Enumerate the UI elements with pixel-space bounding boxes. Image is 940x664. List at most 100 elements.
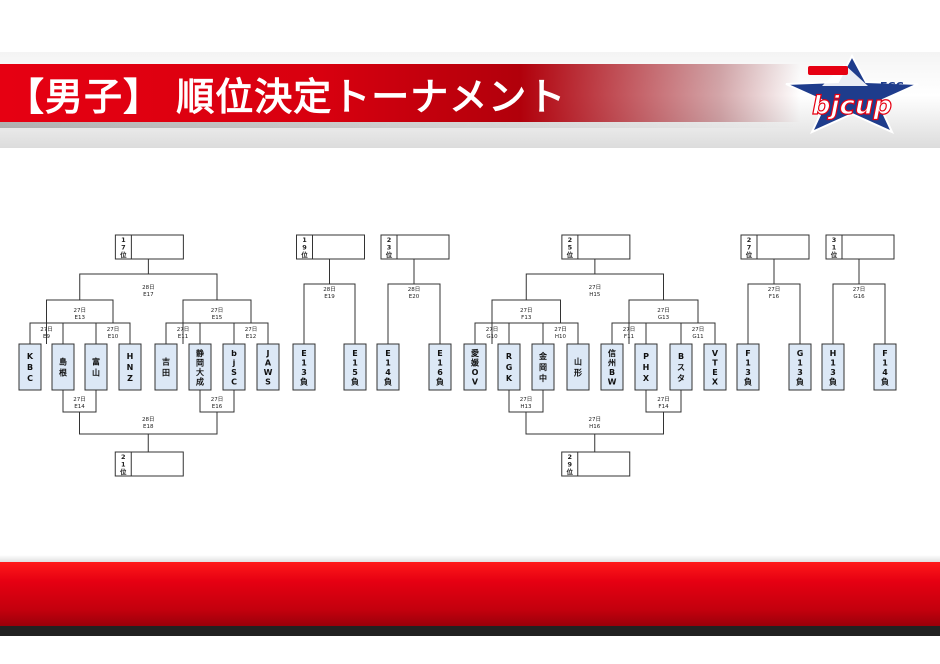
bracket-1-team-3-label: 富山 — [92, 357, 100, 378]
bracket-1-lower-semi-label-1-day: 27日 — [73, 396, 86, 403]
bjcup-logo: ECC bjcup — [785, 53, 919, 135]
pair-2-team-2-box — [428, 343, 452, 391]
bracket-1-first-label-3-day: 27日 — [177, 326, 190, 333]
bracket-2-team-3-label: 金岡中 — [538, 351, 548, 383]
pair-2-connector — [387, 283, 441, 344]
bracket-1-team-1-box — [18, 343, 42, 391]
bracket-2-first-connector-2 — [542, 322, 579, 344]
bracket-2-first-label-2-code: H10 — [555, 334, 567, 340]
bracket-1-lower-final-connector — [79, 412, 218, 435]
bracket-1-semi-connector-1 — [46, 299, 114, 323]
pair-3-match-label-day: 27日 — [768, 286, 781, 293]
bracket-1-lower-final-label-code: E18 — [143, 424, 154, 430]
bracket-2-first-label-4-code: G11 — [692, 334, 703, 340]
bracket-2-lower-final-connector — [525, 412, 664, 435]
bracket-1-final-label-day: 28日 — [142, 284, 155, 291]
bracket-2-first-label-4-day: 27日 — [692, 326, 705, 333]
bracket-1-first-label-4-day: 27日 — [245, 326, 258, 333]
bracket-1-first-label-3-code: E11 — [178, 334, 188, 340]
pair-1-connector — [303, 283, 356, 344]
bracket-1-rank-bottom-box — [114, 451, 184, 477]
pair-4-team-2-box — [873, 343, 897, 391]
bracket-1-first-label-1-day: 27日 — [40, 326, 53, 333]
bracket-2-first-label-1-code: G10 — [486, 334, 498, 340]
bracket-2-lower-semi-label-2-code: F14 — [658, 404, 669, 410]
pair-3-rank-box — [740, 234, 810, 260]
bracket-1-lower-semi-label-2-code: E16 — [212, 404, 223, 410]
pair-3-connector — [747, 283, 801, 344]
bracket-2-rank-bottom-box — [561, 451, 631, 477]
bracket-2-first-label-3-day: 27日 — [623, 326, 636, 333]
bracket-1-lower-final-label-day: 28日 — [142, 416, 155, 423]
bracket-2-team-1-box — [463, 343, 487, 391]
pair-4-rank-box — [825, 234, 895, 260]
bracket-2-lower-semi-label-1-day: 27日 — [520, 396, 533, 403]
pair-4-connector — [832, 283, 886, 344]
bracket-2-first-label-2-day: 27日 — [554, 326, 567, 333]
logo-main-text: bjcup — [812, 91, 892, 121]
bracket-2-lower-semi-label-1-code: H13 — [520, 404, 532, 410]
footer-shade — [0, 555, 940, 562]
bracket-1-semi-label-2-code: E15 — [212, 315, 223, 321]
bracket-2-final-label-code: H15 — [589, 292, 601, 298]
bracket-1-semi-label-1-code: E13 — [75, 315, 86, 321]
bracket-1-semi-label-2-day: 27日 — [211, 307, 224, 314]
pair-2-match-label-code: E20 — [409, 294, 420, 300]
bracket-2-rank-top-box — [561, 234, 631, 260]
bracket-2-first-connector-1 — [474, 322, 510, 344]
bracket-2-final-label-day: 27日 — [589, 284, 602, 291]
bracket-2-team-4-label: 山形 — [574, 357, 582, 378]
logo-red-band — [808, 66, 848, 75]
bracket-1-first-label-2-code: E10 — [108, 334, 119, 340]
bracket-2-lower-final-label-code: H16 — [589, 424, 601, 430]
bracket-2-semi-label-2-code: G13 — [658, 315, 670, 321]
pair-1-match-label-day: 28日 — [323, 286, 336, 293]
bracket-2-semi-connector-1 — [491, 299, 561, 323]
bracket-2-first-label-1-day: 27日 — [486, 326, 499, 333]
bracket-1-lower-semi-label-1-code: E14 — [74, 404, 85, 410]
bracket-1-final-connector — [79, 273, 218, 300]
bracket-1-team-8-box — [256, 343, 280, 391]
bracket-2-semi-label-1-code: F13 — [521, 315, 532, 321]
bracket-2-first-connector-4 — [680, 322, 716, 344]
bracket-1-first-label-1-code: E9 — [43, 334, 50, 340]
bracket-2-team-5-box — [600, 343, 624, 391]
bracket-1-semi-label-1-day: 27日 — [74, 307, 87, 314]
bracket-2-semi-span-2 — [628, 322, 698, 344]
pair-3-match-label-code: F16 — [769, 294, 780, 300]
pair-2-match-label-day: 28日 — [408, 286, 421, 293]
pair-3-team-2-box — [788, 343, 812, 391]
bracket-2-semi-label-1-day: 27日 — [520, 307, 533, 314]
bracket-1-team-2-label: 島根 — [59, 357, 67, 378]
pair-2-rank-box — [380, 234, 450, 260]
pair-1-rank-box — [296, 234, 365, 260]
bracket-1-team-2-box — [51, 343, 75, 391]
bracket-2-team-8-box — [703, 343, 727, 391]
bracket-1-first-connector-3 — [165, 322, 201, 344]
bracket-2-final-connector — [525, 273, 664, 300]
pair-4-team-1-box — [821, 343, 845, 391]
pair-1-team-1-box — [292, 343, 316, 391]
bracket-1-final-label-code: E17 — [143, 292, 154, 298]
bracket-1-semi-span-2 — [182, 322, 251, 344]
bracket-1-team-5-label: 吉田 — [162, 357, 170, 378]
